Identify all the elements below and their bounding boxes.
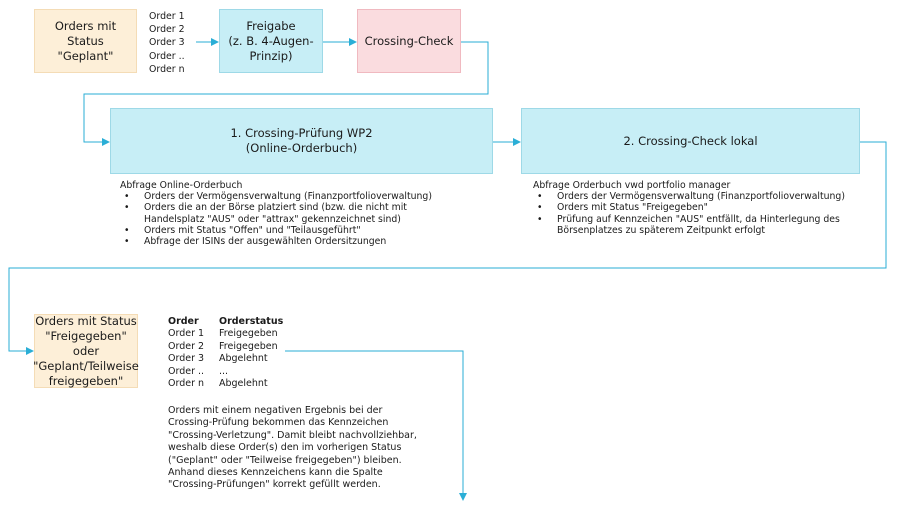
order-list-item: Order n — [149, 63, 185, 75]
box-freigabe: Freigabe (z. B. 4-Augen- Prinzip) — [219, 9, 323, 73]
wp2-note-item: Orders mit Status "Offen" und "Teilausge… — [120, 225, 432, 236]
local-note-item: Orders mit Status "Freigegeben" — [533, 202, 845, 213]
table-cell-status: Freigegeben — [219, 328, 278, 340]
table-row: Order 2 Freigegeben — [168, 341, 283, 353]
local-note-item: Prüfung auf Kennzeichen "AUS" entfällt, … — [533, 214, 845, 236]
crossing-result-note: Orders mit einem negativen Ergebnis bei … — [168, 405, 417, 491]
order-list-item: Order 3 — [149, 37, 185, 49]
table-row: Order .. ... — [168, 366, 283, 378]
table-cell-status: Freigegeben — [219, 340, 278, 352]
local-note-item: Orders der Vermögensverwaltung (Finanzpo… — [533, 191, 845, 202]
table-header-order: Order — [168, 316, 199, 327]
table-header-status: Orderstatus — [219, 316, 284, 327]
wp2-note-item: Orders die an der Börse platziert sind (… — [120, 202, 432, 224]
order-list-item: Order 1 — [149, 11, 185, 22]
local-notes-title: Abfrage Orderbuch vwd portfolio manager — [533, 180, 731, 191]
table-cell-status: Abgelehnt — [219, 378, 268, 390]
table-cell-order: Order .. — [168, 365, 205, 377]
arrow-to-next-step — [285, 350, 467, 501]
wp2-notes: Abfrage Online-Orderbuch Orders der Verm… — [120, 180, 432, 247]
table-row: Order n Abgelehnt — [168, 378, 283, 390]
order-status-table: Order Orderstatus Order 1 Freigegeben Or… — [168, 316, 283, 390]
wp2-note-item: Orders der Vermögensverwaltung (Finanzpo… — [120, 191, 432, 202]
table-cell-order: Order 3 — [168, 353, 205, 365]
table-cell-status: Abgelehnt — [219, 353, 268, 365]
box-crossing-check-lokal: 2. Crossing-Check lokal — [521, 108, 860, 174]
table-header-row: Order Orderstatus — [168, 316, 283, 328]
arrow-lokal-to-freigegeben — [8, 141, 887, 355]
arrow-crossing-to-wp2 — [83, 41, 489, 146]
wp2-notes-title: Abfrage Online-Orderbuch — [120, 180, 243, 191]
order-list-item: Order 2 — [149, 24, 185, 36]
table-cell-status: ... — [219, 365, 229, 377]
table-cell-order: Order 2 — [168, 340, 205, 352]
order-list-item: Order .. — [149, 50, 185, 62]
box-crossing-pruefung-wp2: 1. Crossing-Prüfung WP2 (Online-Orderbuc… — [110, 108, 493, 174]
wp2-note-item: Abfrage der ISINs der ausgewählten Order… — [120, 236, 432, 247]
box-orders-geplant: Orders mit Status "Geplant" — [34, 9, 137, 73]
order-list: Order 1 Order 2 Order 3 Order .. Order n — [149, 10, 185, 76]
table-cell-order: Order 1 — [168, 328, 205, 340]
local-notes: Abfrage Orderbuch vwd portfolio manager … — [533, 180, 845, 236]
table-row: Order 3 Abgelehnt — [168, 353, 283, 365]
box-orders-freigegeben: Orders mit Status "Freigegeben" oder "Ge… — [33, 313, 139, 388]
box-crossing-check: Crossing-Check — [357, 9, 461, 73]
table-row: Order 1 Freigegeben — [168, 328, 283, 340]
table-cell-order: Order n — [168, 378, 205, 390]
